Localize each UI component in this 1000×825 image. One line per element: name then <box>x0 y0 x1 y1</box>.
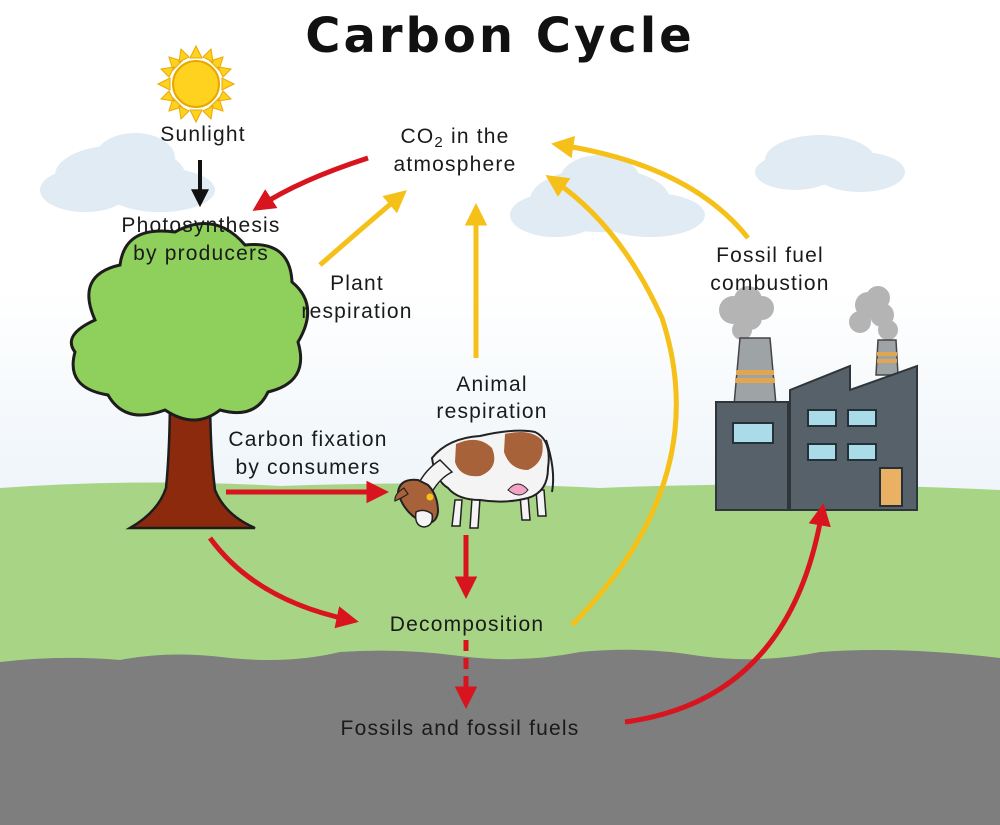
carbon-fixation-label-line1: Carbon fixation <box>228 428 387 451</box>
factory-window <box>847 409 877 427</box>
plant-respiration-arrow <box>318 190 407 267</box>
cloud-icon <box>40 133 215 212</box>
cloud-icon <box>755 135 905 192</box>
co2-prefix: CO <box>400 125 434 148</box>
cow-tag <box>426 493 434 501</box>
smoke-icon <box>849 286 898 340</box>
tree-trunk <box>125 388 256 530</box>
sun-icon <box>156 44 236 124</box>
carbon-fixation-label-line2: by consumers <box>235 456 380 479</box>
extraction-arrow <box>624 503 831 725</box>
tree-icon <box>69 222 310 530</box>
factory-chimney <box>875 339 899 376</box>
tree-foliage <box>69 222 310 422</box>
decomposition-label: Decomposition <box>390 613 545 636</box>
co2-subscript: 2 <box>434 134 444 151</box>
chimney-stripe <box>877 359 897 363</box>
combustion-arrow <box>551 135 750 240</box>
co2-suffix: in the <box>444 125 510 148</box>
animal-respiration-label-line1: Animal <box>456 373 527 396</box>
fossils-label: Fossils and fossil fuels <box>341 717 580 740</box>
plant-respiration-label-line2: respiration <box>301 300 412 323</box>
co2-label: CO2 in the <box>400 125 509 151</box>
animal-respiration-label-line2: respiration <box>436 400 547 423</box>
chimney-stripe <box>736 370 774 375</box>
factory-door <box>879 467 903 507</box>
decomposition-release-arrow <box>545 174 679 627</box>
factory-window <box>807 443 837 461</box>
factory-window <box>807 409 837 427</box>
cow-tail <box>545 439 555 493</box>
diagram-title: Carbon Cycle <box>305 8 694 64</box>
cow-spot <box>504 432 543 470</box>
cow-muzzle <box>414 509 434 528</box>
cow-udder <box>507 483 529 496</box>
chimney-stripe <box>735 378 775 383</box>
photosynthesis-label-line1: Photosynthesis <box>121 214 280 237</box>
factory-icon <box>715 286 918 511</box>
factory-left-block <box>715 401 789 511</box>
cow-ear <box>394 487 409 502</box>
plant-respiration-label-line1: Plant <box>330 272 384 295</box>
factory-window <box>732 422 774 444</box>
cow-spot <box>455 439 495 477</box>
smoke-icon <box>719 286 774 340</box>
cow-leg <box>469 497 481 529</box>
atmosphere-label: atmosphere <box>394 153 517 176</box>
chimney-stripe <box>877 352 897 356</box>
fossil-combustion-label-line2: combustion <box>710 272 829 295</box>
tree-decomposition-arrow <box>207 536 359 629</box>
sunlight-label: Sunlight <box>160 123 246 146</box>
photosynthesis-label-line2: by producers <box>133 242 269 265</box>
fossil-combustion-label-line1: Fossil fuel <box>716 244 824 267</box>
factory-window <box>847 443 877 461</box>
ground-layer <box>0 649 1000 825</box>
photosynthesis-arrow <box>252 155 369 211</box>
cow-leg <box>451 499 463 527</box>
cow-icon <box>394 429 555 529</box>
